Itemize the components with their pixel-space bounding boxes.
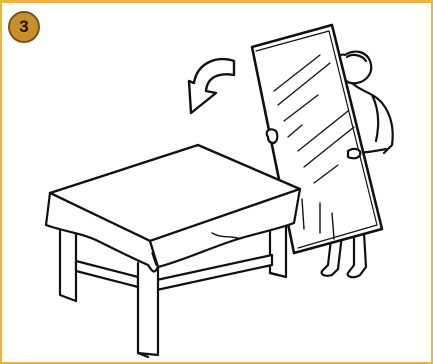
table [46, 145, 300, 357]
rotate-arrow-icon [189, 59, 234, 113]
illustration [2, 3, 431, 362]
